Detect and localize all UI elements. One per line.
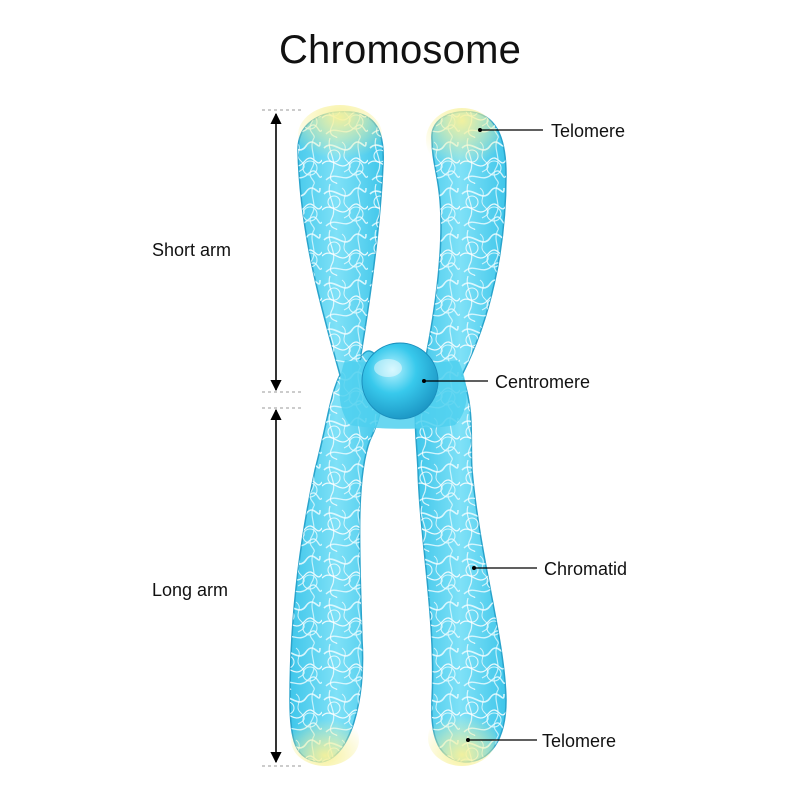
label-chromatid: Chromatid xyxy=(544,559,628,579)
leader-telomere-top xyxy=(478,128,543,132)
diagram-title: Chromosome xyxy=(278,28,522,72)
right-chromatid xyxy=(414,108,507,766)
label-short-arm: Short arm xyxy=(152,240,232,260)
label-long-arm: Long arm xyxy=(152,580,229,600)
label-telomere-top: Telomere xyxy=(551,121,626,141)
label-centromere: Centromere xyxy=(495,372,591,392)
leader-centromere xyxy=(422,379,488,383)
left-chromatid xyxy=(289,105,385,766)
label-telomere-bottom: Telomere xyxy=(542,731,617,751)
leader-chromatid xyxy=(472,566,537,570)
leader-telomere-bottom xyxy=(466,738,537,742)
